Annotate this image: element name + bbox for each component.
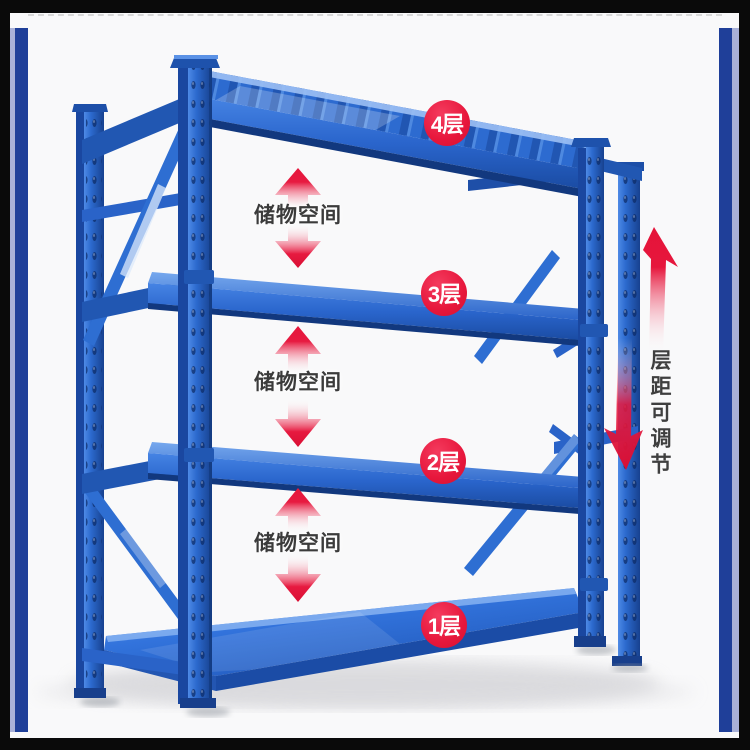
adjustable-spacing-label: 层距可调节	[648, 349, 671, 479]
feet-shadows	[80, 645, 648, 717]
shelf-level-2	[82, 442, 596, 515]
storage-space-arrows-icon	[275, 326, 321, 447]
level-1-badge: 1层	[421, 602, 467, 648]
storage-space-annotation: 储物空间	[250, 326, 346, 447]
shelf-level-4	[82, 70, 598, 198]
storage-space-label: 储物空间	[254, 532, 342, 555]
level-2-badge: 2层	[420, 438, 466, 484]
top-dashed-line	[28, 14, 722, 16]
right-lavender-bar	[732, 28, 739, 732]
frame-bottom	[0, 738, 750, 750]
left-navy-bar	[15, 28, 28, 732]
front-right-post	[571, 138, 611, 647]
level-3-badge: 3层	[421, 270, 467, 316]
storage-space-annotation: 储物空间	[250, 488, 346, 602]
storage-space-arrows-icon	[275, 488, 321, 602]
frame-left	[0, 0, 10, 750]
adjustable-down-arrow	[604, 338, 643, 470]
storage-space-label: 储物空间	[254, 371, 342, 394]
frame-top	[0, 0, 750, 13]
storage-space-arrows-icon	[275, 168, 321, 268]
adjustable-up-arrow	[643, 227, 678, 354]
front-left-post	[170, 55, 220, 708]
right-navy-bar	[719, 28, 732, 732]
frame-right	[739, 0, 750, 750]
left-lavender-bar	[10, 28, 15, 732]
storage-space-annotation: 储物空间	[250, 168, 346, 268]
right-side-braces	[464, 156, 642, 576]
left-side-braces	[82, 104, 201, 677]
storage-space-label: 储物空间	[254, 204, 342, 227]
level-4-badge: 4层	[424, 100, 470, 146]
back-left-post	[72, 104, 108, 698]
shelf-level-3	[82, 272, 596, 347]
